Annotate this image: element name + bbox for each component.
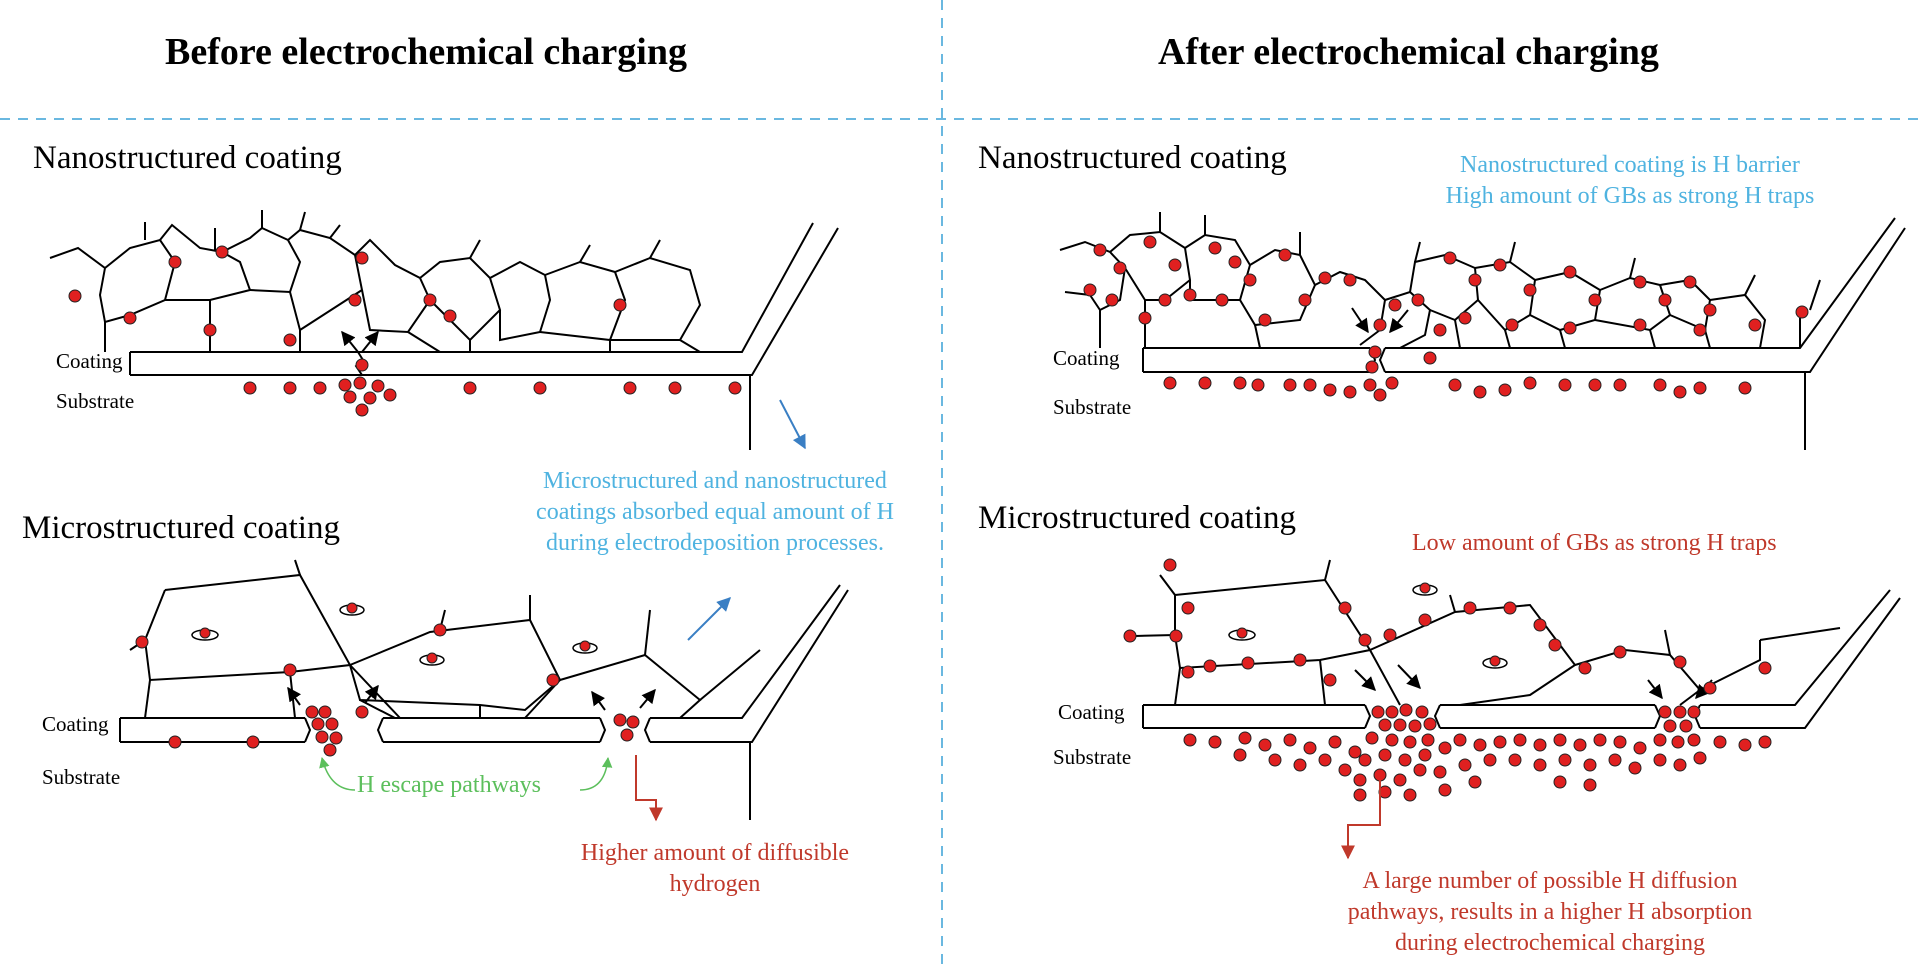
absorbed-note: Microstructured and nanostructured coati… bbox=[495, 466, 935, 559]
pathways-note: A large number of possible H diffusion p… bbox=[1300, 866, 1800, 959]
escape-note: H escape pathways bbox=[357, 772, 541, 798]
grain-boundaries bbox=[49, 238, 177, 324]
after-micro-substrate-label: Substrate bbox=[1053, 745, 1132, 769]
barrier-note-line-1: Nanostructured coating is H barrier bbox=[1460, 152, 1800, 178]
diffusible-note-line-1: Higher amount of diffusible bbox=[580, 840, 850, 866]
diffusible-note-line-2: hydrogen bbox=[669, 871, 761, 897]
after-micro-coating-label: Coating bbox=[1058, 700, 1125, 724]
escape-curve-right bbox=[579, 756, 613, 791]
after-title: After electrochemical charging bbox=[1158, 31, 1659, 73]
before-title: Before electrochemical charging bbox=[165, 31, 687, 73]
before-nano-substrate-label: Substrate bbox=[56, 389, 135, 413]
absorbed-note-line-1: Microstructured and nanostructured bbox=[543, 468, 887, 494]
coating-top-edge bbox=[130, 222, 814, 353]
blue-arrow-up bbox=[687, 597, 731, 641]
diffusible-arrow bbox=[635, 755, 663, 822]
before-micro-interstitial-dots bbox=[199, 602, 591, 664]
before-nano-heading: Nanostructured coating bbox=[33, 140, 342, 176]
before-micro-substrate-label: Substrate bbox=[42, 765, 121, 789]
absorbed-note-line-3: during electrodeposition processes. bbox=[546, 530, 884, 556]
before-micro-diagram bbox=[119, 559, 849, 820]
coating-bottom-edge bbox=[130, 227, 839, 376]
diffusible-note: Higher amount of diffusible hydrogen bbox=[555, 838, 875, 900]
after-nano-substrate-label: Substrate bbox=[1053, 395, 1132, 419]
after-nano-heading: Nanostructured coating bbox=[978, 140, 1287, 176]
after-micro-diagram bbox=[1134, 559, 1901, 729]
pathways-note-line-2: pathways, results in a higher H absorpti… bbox=[1347, 899, 1753, 925]
before-nano-hydrogen bbox=[68, 245, 742, 417]
grain-boundaries bbox=[143, 573, 352, 682]
before-micro-arrows bbox=[287, 684, 656, 711]
before-nano-diagram bbox=[49, 210, 839, 450]
blue-arrow-down bbox=[779, 399, 806, 450]
before-nano-coating-label: Coating bbox=[56, 349, 123, 373]
before-micro-hydrogen bbox=[135, 623, 640, 757]
low-gb-note: Low amount of GBs as strong H traps bbox=[1412, 530, 1777, 556]
after-micro-hydrogen bbox=[1123, 558, 1772, 802]
grain-boundaries bbox=[1174, 578, 1372, 670]
barrier-note: Nanostructured coating is H barrier High… bbox=[1400, 150, 1860, 212]
before-micro-heading: Microstructured coating bbox=[22, 510, 340, 546]
after-nano-arrows bbox=[1351, 307, 1409, 334]
pathways-note-line-3: during electrochemical charging bbox=[1394, 930, 1706, 956]
after-nano-diagram bbox=[1059, 212, 1906, 450]
before-micro-coating-label: Coating bbox=[42, 712, 109, 736]
after-micro-heading: Microstructured coating bbox=[978, 500, 1296, 536]
after-nano-coating-label: Coating bbox=[1053, 346, 1120, 370]
escape-curve-left bbox=[319, 756, 356, 791]
pathways-note-line-1: A large number of possible H diffusion bbox=[1362, 868, 1738, 894]
after-micro-interstitial-h bbox=[1228, 584, 1508, 669]
barrier-note-line-2: High amount of GBs as strong H traps bbox=[1445, 183, 1815, 209]
pathways-arrow bbox=[1341, 780, 1381, 860]
absorbed-note-line-2: coatings absorbed equal amount of H bbox=[536, 499, 894, 525]
before-micro-interstitial-h bbox=[191, 604, 598, 666]
after-nano-hydrogen bbox=[1083, 235, 1809, 402]
